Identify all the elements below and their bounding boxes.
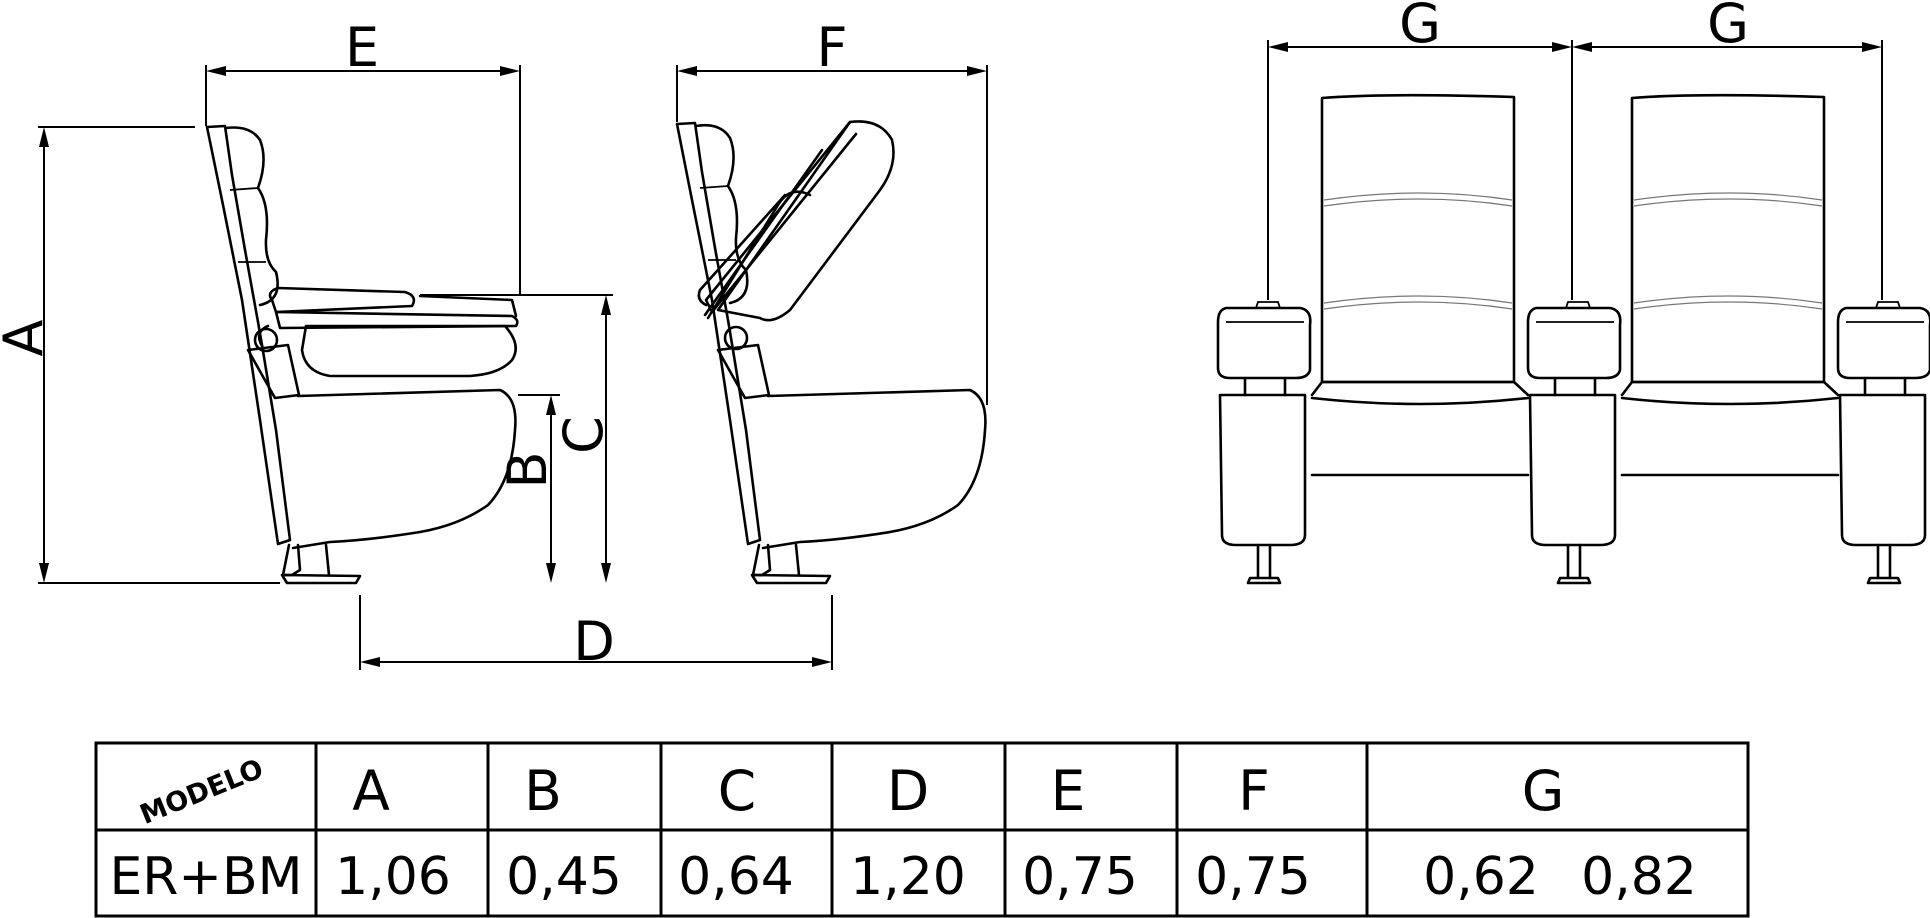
table-model-header: MODELO (136, 753, 268, 830)
table-header-b: B (524, 759, 562, 823)
dimensions-table: MODELO A B C D E F G ER+BM 1,06 0,45 0,6… (94, 741, 1750, 918)
table-model-value: ER+BM (109, 847, 302, 907)
dim-label-f: F (816, 16, 847, 79)
front-armrest-right (1836, 301, 1930, 585)
front-armrest-left (1216, 301, 1312, 585)
dim-label-b: B (496, 451, 559, 488)
table-value-e: 0,75 (1022, 847, 1138, 907)
table-value-b: 0,45 (506, 847, 622, 907)
table-header-g: G (1522, 759, 1565, 823)
side-view-tray-folded (675, 65, 988, 585)
table-value-g-2: 0,82 (1581, 847, 1697, 907)
front-view-two-seats (1216, 40, 1930, 585)
front-armrest-middle (1526, 301, 1622, 585)
dim-label-a: A (0, 319, 55, 356)
table-value-d: 1,20 (850, 847, 966, 907)
side-view-tray-extended (38, 65, 833, 670)
table-header-f: F (1238, 759, 1270, 823)
dim-label-c: C (552, 416, 615, 454)
table-header-a: A (352, 759, 390, 823)
table-value-f: 0,75 (1195, 847, 1311, 907)
table-header-d: D (887, 759, 929, 823)
front-seat-left (1310, 93, 1530, 477)
dim-label-g-left: G (1399, 0, 1441, 55)
front-seat-right (1620, 93, 1840, 477)
table-value-g-1: 0,62 (1423, 847, 1539, 907)
dim-label-e: E (345, 16, 379, 79)
table-header-e: E (1051, 759, 1086, 823)
table-value-a: 1,06 (335, 847, 451, 907)
table-header-c: C (718, 759, 756, 823)
table-value-c: 0,64 (678, 847, 794, 907)
dim-label-g-right: G (1707, 0, 1749, 55)
dim-label-d: D (573, 610, 615, 673)
